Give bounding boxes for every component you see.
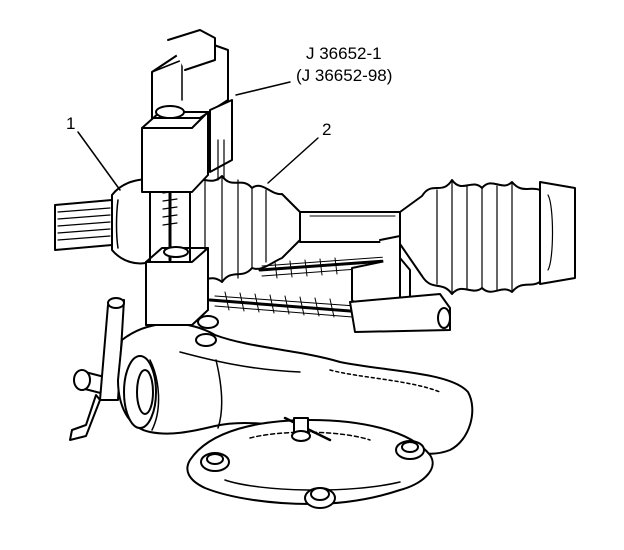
leader-line-tool — [235, 81, 291, 96]
leader-line-2 — [267, 137, 319, 184]
axle-shaft-splines — [54, 199, 113, 251]
vise-body — [117, 322, 474, 455]
base-bolt-right — [395, 440, 425, 460]
base-bolt-front — [304, 487, 336, 509]
swivel-lock — [283, 416, 332, 442]
center-shaft — [299, 211, 401, 243]
boot-clamp-tool — [141, 29, 451, 347]
callout-1: 1 — [66, 114, 76, 133]
tool-number-label: J 36652-1 — [306, 44, 382, 63]
bench-vise — [69, 297, 474, 509]
steering-rack-housing — [539, 181, 576, 285]
base-bolt-left — [200, 452, 230, 472]
outer-boot — [399, 179, 541, 295]
inner-boot — [189, 175, 301, 283]
callout-2: 2 — [322, 120, 332, 139]
leader-line-1 — [77, 131, 121, 191]
tool-alt-number-label: (J 36652-98) — [296, 66, 393, 85]
